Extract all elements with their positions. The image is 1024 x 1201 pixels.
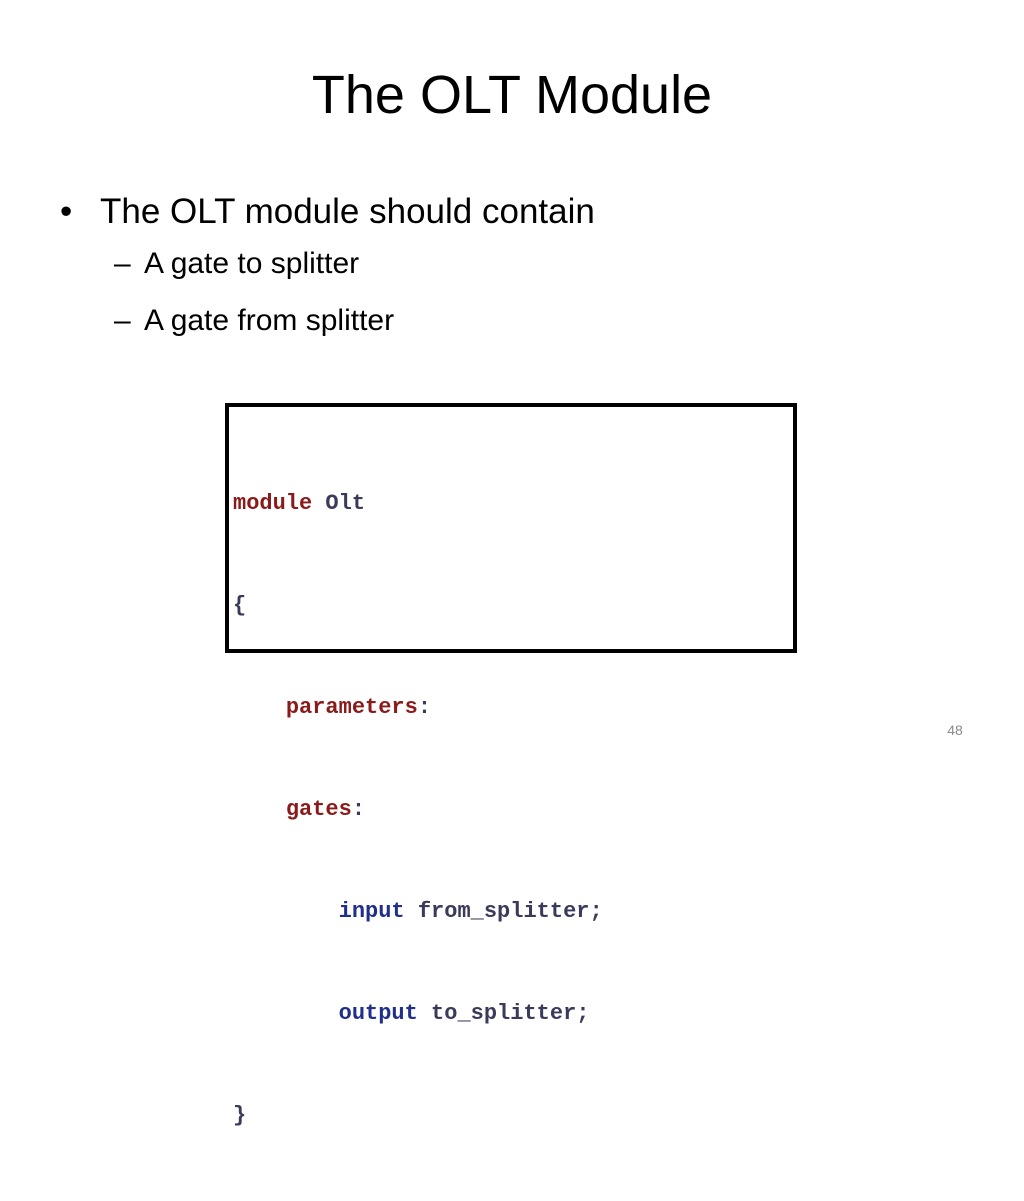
sub-bullet-item: – A gate to splitter: [114, 246, 960, 282]
code-listing: module Olt { parameters: gates: input fr…: [233, 419, 603, 1201]
sub-bullet-text: A gate from splitter: [144, 304, 395, 337]
code-line: parameters:: [233, 691, 603, 725]
code-text: to_splitter;: [417, 1001, 590, 1026]
code-indent: [233, 797, 286, 822]
code-indent: [233, 695, 286, 720]
code-line: {: [233, 589, 603, 623]
sub-bullet-marker: –: [114, 247, 131, 280]
code-keyword: gates: [285, 797, 352, 822]
code-text: Olt: [312, 491, 366, 516]
code-text: :: [417, 695, 432, 720]
code-line: module Olt: [233, 487, 603, 521]
code-text: from_splitter;: [404, 899, 603, 924]
code-indent: [233, 899, 339, 924]
code-text: :: [351, 797, 366, 822]
code-keyword: output: [338, 1001, 418, 1026]
sub-bullet-item: – A gate from splitter: [114, 303, 960, 339]
sub-bullet-marker: –: [114, 304, 131, 337]
code-line: gates:: [233, 793, 603, 827]
code-keyword: parameters: [285, 695, 418, 720]
bullet-marker: •: [60, 192, 73, 231]
code-keyword: module: [233, 491, 313, 516]
code-line: }: [233, 1099, 603, 1133]
sub-bullet-list: – A gate to splitter – A gate from split…: [114, 246, 960, 339]
slide-title: The OLT Module: [311, 65, 713, 125]
page-number: 48: [947, 722, 963, 738]
code-line: output to_splitter;: [233, 997, 603, 1031]
slide: The OLT Module • The OLT module should c…: [60, 65, 963, 1128]
bullet-list: • The OLT module should contain – A gate…: [60, 190, 960, 360]
code-text: }: [233, 1103, 247, 1128]
code-line: input from_splitter;: [233, 895, 603, 929]
code-text: {: [233, 593, 247, 618]
code-indent: [233, 1001, 339, 1026]
bullet-item: • The OLT module should contain: [60, 190, 960, 234]
code-keyword: input: [338, 899, 405, 924]
sub-bullet-text: A gate to splitter: [144, 247, 360, 280]
bullet-text: The OLT module should contain: [100, 192, 595, 231]
code-block: module Olt { parameters: gates: input fr…: [225, 403, 797, 1128]
